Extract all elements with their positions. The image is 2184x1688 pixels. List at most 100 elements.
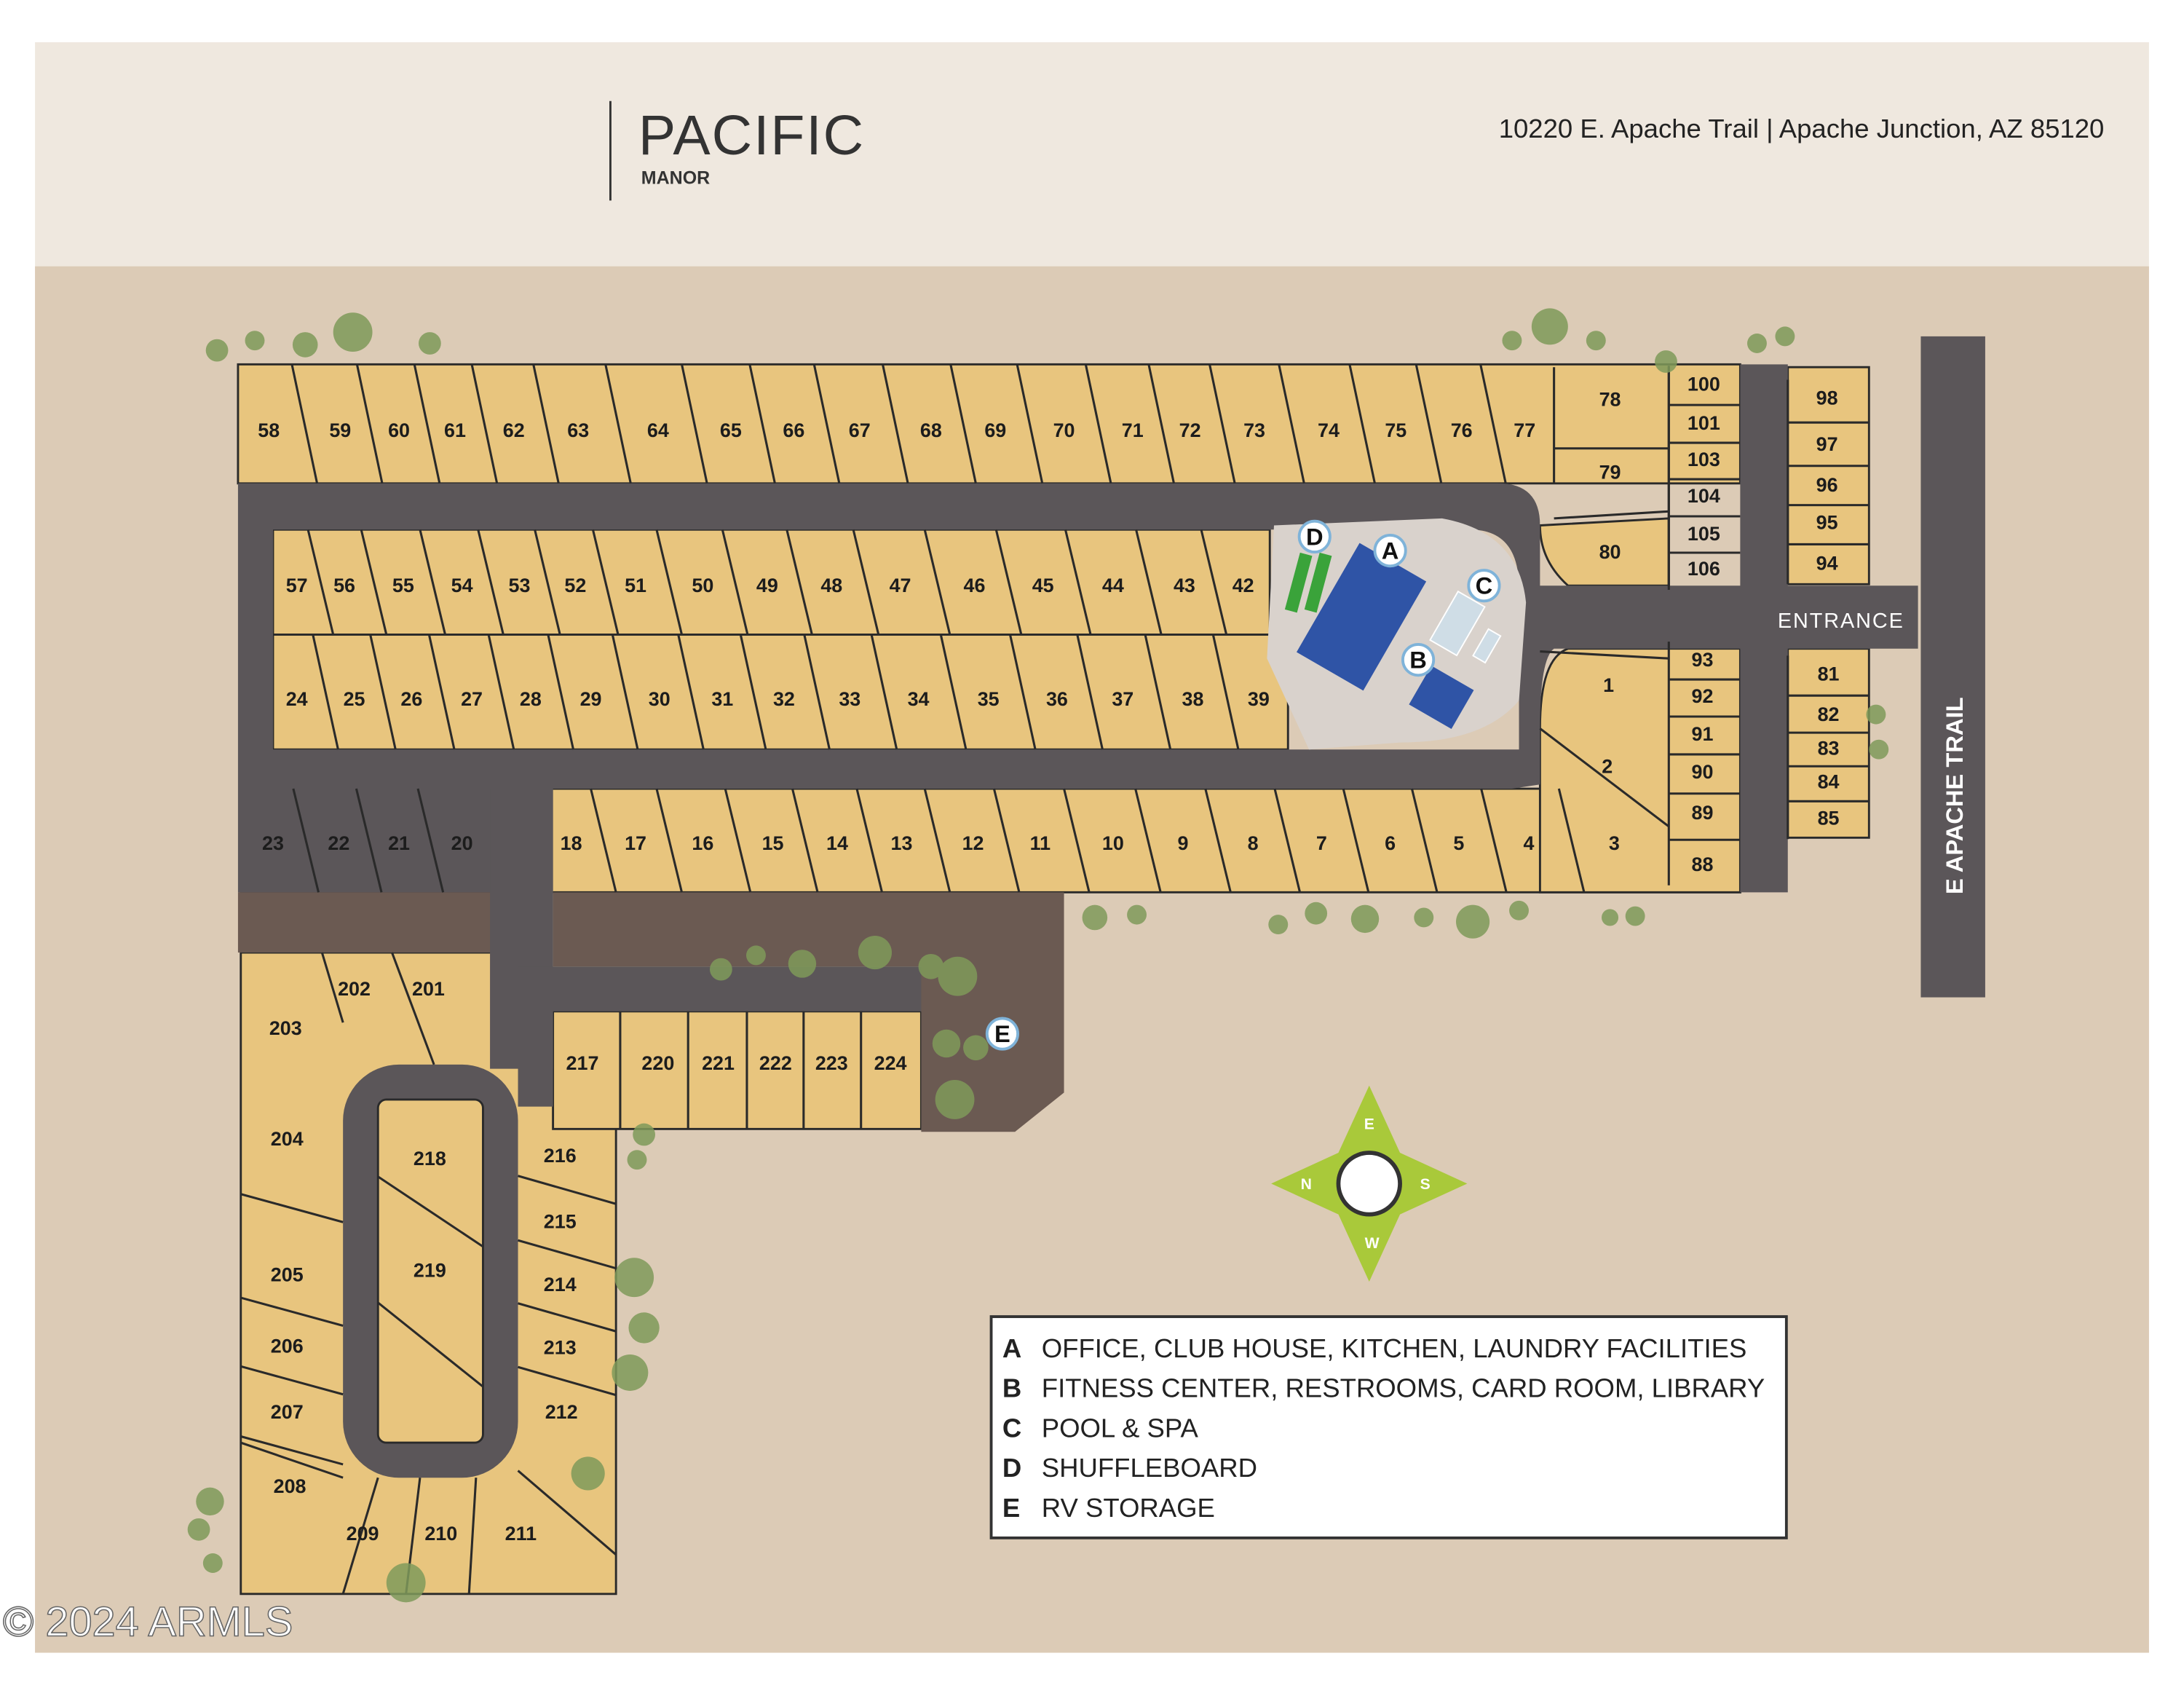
lot-88[interactable]: 88 [1691, 853, 1713, 875]
lot-58[interactable]: 58 [258, 419, 280, 441]
lot-213[interactable]: 213 [544, 1336, 577, 1358]
lot-63[interactable]: 63 [567, 419, 589, 441]
lot-89[interactable]: 89 [1691, 802, 1713, 824]
lot-3[interactable]: 3 [1609, 832, 1620, 854]
lot-211[interactable]: 211 [505, 1523, 537, 1545]
lot-53[interactable]: 53 [508, 575, 530, 596]
lot-223[interactable]: 223 [815, 1052, 848, 1074]
lot-30[interactable]: 30 [649, 688, 670, 710]
lot-203[interactable]: 203 [269, 1017, 302, 1039]
lot-42[interactable]: 42 [1233, 575, 1254, 596]
lot-22[interactable]: 22 [328, 832, 349, 854]
lot-24[interactable]: 24 [286, 688, 308, 710]
lot-215[interactable]: 215 [544, 1210, 577, 1232]
lot-56[interactable]: 56 [333, 575, 355, 596]
lot-7[interactable]: 7 [1316, 832, 1327, 854]
lot-59[interactable]: 59 [329, 419, 351, 441]
lot-224[interactable]: 224 [874, 1052, 907, 1074]
lot-97[interactable]: 97 [1816, 433, 1838, 455]
lot-205[interactable]: 205 [271, 1263, 304, 1285]
lot-92[interactable]: 92 [1691, 685, 1713, 707]
lot-52[interactable]: 52 [564, 575, 586, 596]
lot-36[interactable]: 36 [1046, 688, 1068, 710]
lot-10[interactable]: 10 [1102, 832, 1124, 854]
lot-67[interactable]: 67 [849, 419, 871, 441]
lot-106[interactable]: 106 [1688, 558, 1720, 580]
lot-51[interactable]: 51 [625, 575, 646, 596]
lot-50[interactable]: 50 [692, 575, 713, 596]
lot-16[interactable]: 16 [692, 832, 713, 854]
lot-12[interactable]: 12 [962, 832, 984, 854]
lot-96[interactable]: 96 [1816, 474, 1838, 496]
lot-62[interactable]: 62 [503, 419, 525, 441]
lot-55[interactable]: 55 [392, 575, 414, 596]
lot-71[interactable]: 71 [1122, 419, 1144, 441]
lot-11[interactable]: 11 [1030, 832, 1051, 854]
lot-45[interactable]: 45 [1032, 575, 1054, 596]
lot-15[interactable]: 15 [762, 832, 784, 854]
lot-60[interactable]: 60 [388, 419, 410, 441]
lot-46[interactable]: 46 [963, 575, 985, 596]
lot-34[interactable]: 34 [908, 688, 930, 710]
lot-32[interactable]: 32 [773, 688, 795, 710]
lot-208[interactable]: 208 [274, 1475, 306, 1497]
lot-72[interactable]: 72 [1179, 419, 1201, 441]
lot-44[interactable]: 44 [1102, 575, 1124, 596]
lot-217[interactable]: 217 [566, 1052, 599, 1074]
lot-68[interactable]: 68 [920, 419, 942, 441]
lot-218[interactable]: 218 [414, 1148, 446, 1170]
lot-14[interactable]: 14 [826, 832, 848, 854]
lot-33[interactable]: 33 [839, 688, 860, 710]
lot-91[interactable]: 91 [1691, 723, 1713, 745]
lot-35[interactable]: 35 [978, 688, 1000, 710]
marker-d-pin-icon[interactable] [1297, 519, 1332, 553]
lot-2[interactable]: 2 [1602, 755, 1613, 777]
marker-e-pin-icon[interactable] [985, 1017, 1019, 1051]
lot-70[interactable]: 70 [1053, 419, 1075, 441]
lot-39[interactable]: 39 [1248, 688, 1270, 710]
lot-209[interactable]: 209 [347, 1523, 379, 1545]
lot-4[interactable]: 4 [1524, 832, 1535, 854]
lot-212[interactable]: 212 [545, 1401, 578, 1423]
lot-18[interactable]: 18 [561, 832, 582, 854]
lot-9[interactable]: 9 [1178, 832, 1189, 854]
lot-49[interactable]: 49 [756, 575, 778, 596]
lot-105[interactable]: 105 [1688, 523, 1720, 545]
lot-6[interactable]: 6 [1385, 832, 1396, 854]
lot-20[interactable]: 20 [451, 832, 473, 854]
marker-b-pin-icon[interactable] [1401, 643, 1436, 677]
lot-77[interactable]: 77 [1514, 419, 1535, 441]
lot-23[interactable]: 23 [262, 832, 284, 854]
lot-201[interactable]: 201 [412, 978, 445, 1000]
lot-219[interactable]: 219 [414, 1260, 446, 1282]
lot-82[interactable]: 82 [1818, 703, 1840, 725]
lot-98[interactable]: 98 [1816, 387, 1838, 409]
lot-48[interactable]: 48 [820, 575, 842, 596]
lot-64[interactable]: 64 [647, 419, 669, 441]
lot-83[interactable]: 83 [1818, 737, 1840, 759]
lot-93[interactable]: 93 [1691, 649, 1713, 671]
lot-75[interactable]: 75 [1385, 419, 1406, 441]
lot-222[interactable]: 222 [759, 1052, 792, 1074]
lot-78[interactable]: 78 [1599, 388, 1621, 410]
lot-206[interactable]: 206 [271, 1335, 304, 1357]
lot-207[interactable]: 207 [271, 1401, 304, 1423]
lot-57[interactable]: 57 [286, 575, 308, 596]
lot-47[interactable]: 47 [890, 575, 911, 596]
lot-38[interactable]: 38 [1182, 688, 1203, 710]
lot-5[interactable]: 5 [1453, 832, 1464, 854]
lot-31[interactable]: 31 [711, 688, 733, 710]
lot-74[interactable]: 74 [1318, 419, 1340, 441]
lot-90[interactable]: 90 [1691, 761, 1713, 783]
lot-37[interactable]: 37 [1112, 688, 1133, 710]
lot-79[interactable]: 79 [1599, 461, 1621, 483]
lot-202[interactable]: 202 [338, 978, 371, 1000]
lot-27[interactable]: 27 [461, 688, 483, 710]
lot-101[interactable]: 101 [1688, 412, 1720, 434]
lot-221[interactable]: 221 [702, 1052, 735, 1074]
marker-c-pin-icon[interactable] [1467, 569, 1501, 603]
lot-220[interactable]: 220 [641, 1052, 674, 1074]
lot-17[interactable]: 17 [625, 832, 646, 854]
lot-81[interactable]: 81 [1818, 663, 1840, 685]
lot-204[interactable]: 204 [271, 1128, 304, 1150]
